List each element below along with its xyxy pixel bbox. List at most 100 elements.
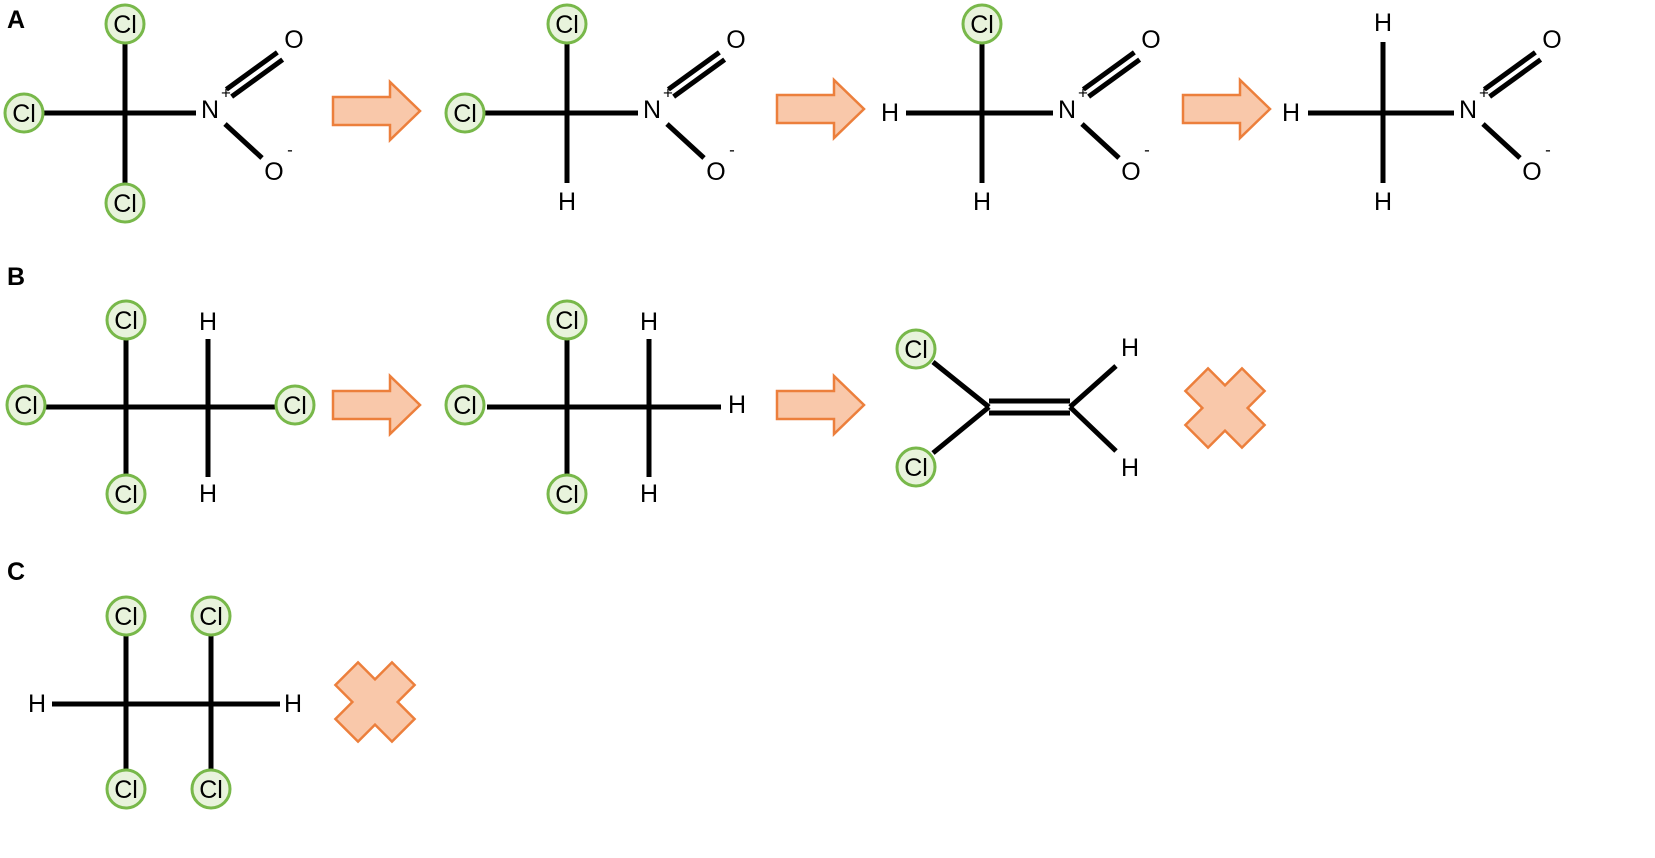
oxide-atom-label: O [264, 158, 283, 186]
chlorine-atom-marker [895, 446, 937, 488]
bond-line [931, 405, 991, 455]
hydrogen-atom-label: H [199, 308, 217, 336]
hydrogen-atom-label: H [558, 188, 576, 216]
chlorine-atom-marker [104, 3, 146, 45]
chlorine-atom-label: Cl [113, 11, 137, 39]
right-arrow-icon [1181, 77, 1272, 141]
cross-icon [1183, 366, 1267, 450]
single-bond-line [223, 122, 264, 160]
right-arrow-icon [331, 373, 422, 437]
chlorine-atom-label: Cl [114, 481, 138, 509]
right-arrow-icon [331, 79, 422, 143]
oxygen-atom-label: O [284, 26, 303, 54]
hydrogen-atom-label: H [640, 480, 658, 508]
positive-charge-label: + [221, 84, 231, 103]
hydrogen-atom-label: H [1121, 454, 1139, 482]
cross-icon-shape [1183, 366, 1267, 450]
double-bond-line [1482, 50, 1537, 92]
panel-label-b: B [7, 263, 25, 291]
chlorine-atom-label: Cl [14, 392, 38, 420]
chlorine-atom-label: Cl [453, 100, 477, 128]
chlorine-atom-marker [190, 595, 232, 637]
right-arrow-icon [775, 77, 866, 141]
oxygen-atom-label: O [1141, 26, 1160, 54]
chlorine-atom-marker [444, 384, 486, 426]
chlorine-atom-label: Cl [555, 11, 579, 39]
hydrogen-atom-label: H [28, 690, 46, 718]
hydrogen-atom-label: H [881, 99, 899, 127]
bond-layer [44, 42, 1543, 770]
single-bond-line [1080, 122, 1121, 160]
chlorine-atom-label: Cl [113, 190, 137, 218]
chlorine-atom-marker [105, 299, 147, 341]
chlorine-atom-marker [274, 384, 316, 426]
chlorine-atom-label: Cl [904, 454, 928, 482]
hydrogen-atom-label: H [640, 308, 658, 336]
chlorine-atom-label: Cl [114, 776, 138, 804]
chlorine-atom-label: Cl [12, 100, 36, 128]
chlorine-atom-marker [546, 3, 588, 45]
negative-charge-label: - [1144, 141, 1150, 160]
panel-label-layer: A B C [7, 6, 25, 586]
oxygen-atom-label: O [726, 26, 745, 54]
nitrogen-atom-label: N [643, 96, 661, 124]
positive-charge-label: + [663, 84, 673, 103]
double-bond-line [230, 57, 285, 99]
negative-charge-label: - [1545, 141, 1551, 160]
symbol-layer [331, 77, 1272, 744]
double-bond-line [1488, 57, 1543, 99]
chlorine-atom-label: Cl [970, 11, 994, 39]
chlorine-atom-label: Cl [283, 392, 307, 420]
hydrogen-atom-label: H [1374, 188, 1392, 216]
panel-label-c: C [7, 558, 25, 586]
negative-charge-label: - [287, 141, 293, 160]
single-bond-line [1481, 122, 1522, 160]
chlorine-atom-marker [105, 768, 147, 810]
double-bond-line [224, 50, 279, 92]
chlorine-atom-label: Cl [199, 603, 223, 631]
oxide-atom-label: O [706, 158, 725, 186]
right-arrow-icon [775, 373, 866, 437]
oxygen-atom-label: O [1542, 26, 1561, 54]
double-bond-line [1081, 50, 1136, 92]
chlorine-atom-marker [546, 473, 588, 515]
chlorine-atom-label: Cl [199, 776, 223, 804]
chlorine-atom-marker [5, 384, 47, 426]
oxide-atom-label: O [1522, 158, 1541, 186]
chlorine-atom-marker [104, 182, 146, 224]
panel-label-a: A [7, 6, 25, 34]
hydrogen-atom-label: H [973, 188, 991, 216]
cross-icon [333, 660, 417, 744]
nitrogen-atom-label: N [1058, 96, 1076, 124]
chlorine-atom-marker [105, 595, 147, 637]
chlorine-atom-marker [3, 92, 45, 134]
nitrogen-atom-label: N [201, 96, 219, 124]
chlorine-atom-label: Cl [555, 307, 579, 335]
hydrogen-atom-label: H [1374, 9, 1392, 37]
chlorine-atom-marker [190, 768, 232, 810]
negative-charge-label: - [729, 141, 735, 160]
single-bond-line [665, 122, 706, 160]
chlorine-atom-marker [546, 299, 588, 341]
cross-icon-shape [333, 660, 417, 744]
chlorine-atom-label: Cl [114, 307, 138, 335]
chlorine-atom-label: Cl [555, 481, 579, 509]
positive-charge-label: + [1078, 84, 1088, 103]
hydrogen-atom-label: H [199, 480, 217, 508]
chlorine-atom-marker [444, 92, 486, 134]
hydrogen-atom-label: H [728, 391, 746, 419]
nitrogen-atom-label: N [1459, 96, 1477, 124]
positive-charge-label: + [1479, 84, 1489, 103]
chlorine-atom-label: Cl [114, 603, 138, 631]
double-bond-line [1087, 57, 1142, 99]
chlorine-atom-label: Cl [453, 392, 477, 420]
double-bond-line [666, 50, 721, 92]
atom-layer: ClClClN+OO-ClClHN+OO-ClHHN+OO-HHHN+OO-Cl… [3, 3, 1562, 810]
chlorine-atom-marker [961, 3, 1003, 45]
chlorine-atom-marker [105, 473, 147, 515]
hydrogen-atom-label: H [284, 690, 302, 718]
bond-line [1068, 364, 1118, 409]
chlorine-atom-label: Cl [904, 336, 928, 364]
hydrogen-atom-label: H [1121, 334, 1139, 362]
